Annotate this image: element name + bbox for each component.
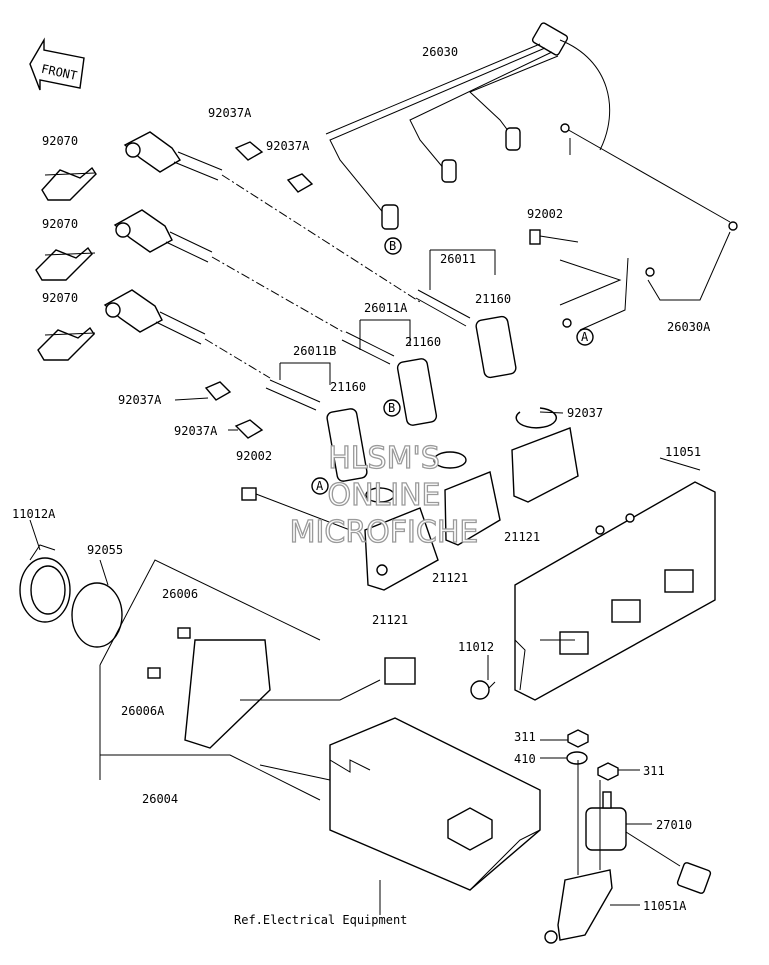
reference-text: Ref.Electrical Equipment	[234, 913, 407, 927]
label-26011B: 26011B	[293, 344, 336, 358]
svg-text:A: A	[581, 330, 589, 344]
suppressor-cap-21160-1	[415, 289, 517, 379]
label-92002: 92002	[236, 449, 272, 463]
label-21121: 21121	[504, 530, 540, 544]
label-11051A: 11051A	[643, 899, 687, 913]
label-21121: 21121	[372, 613, 408, 627]
label-92070: 92070	[42, 291, 78, 305]
fuse-icon-2	[147, 667, 161, 679]
spark-plug-cable-harness	[325, 22, 738, 331]
label-92037A: 92037A	[208, 106, 252, 120]
starter-relay-27010	[585, 791, 712, 894]
watermark-line-3: MICROFICHE	[290, 515, 479, 550]
label-27010: 27010	[656, 818, 692, 832]
spark-plug-3	[37, 326, 95, 361]
nut-icon-2	[597, 762, 619, 781]
leader-lines	[29, 172, 701, 915]
label-92037A: 92037A	[174, 424, 218, 438]
washer-icon	[433, 451, 467, 469]
callout-b-mid: B	[383, 399, 401, 417]
nut-icon	[567, 729, 589, 748]
electrical-cover	[329, 717, 541, 891]
cable-route-3	[204, 338, 271, 379]
plug-cap-2	[113, 209, 213, 263]
label-11012A: 11012A	[12, 507, 56, 521]
label-92037: 92037	[567, 406, 603, 420]
housing-11012A	[19, 544, 71, 623]
label-11012: 11012	[458, 640, 494, 654]
callout-a-right: A	[576, 328, 594, 346]
suppressor-cap-21160-2	[341, 331, 438, 426]
label-26011: 26011	[440, 252, 476, 266]
label-92070: 92070	[42, 217, 78, 231]
svg-text:B: B	[388, 401, 395, 415]
label-92002: 92002	[527, 207, 563, 221]
cable-route-2	[211, 256, 346, 334]
label-21160: 21160	[475, 292, 511, 306]
ignition-coil-2	[444, 471, 501, 546]
label-11051: 11051	[665, 445, 701, 459]
label-26006: 26006	[162, 587, 198, 601]
spark-plug-2	[35, 246, 93, 281]
suppressor-cap-21160-3	[265, 379, 368, 482]
snap-ring-icon	[515, 407, 557, 429]
bolt-icon	[241, 229, 579, 531]
label-21160: 21160	[405, 335, 441, 349]
electric-box-26004	[99, 559, 416, 801]
callout-b-top: B	[384, 237, 402, 255]
label-92070: 92070	[42, 134, 78, 148]
watermark: HLSM'S ONLINE MICROFICHE	[289, 440, 479, 550]
label-21121: 21121	[432, 571, 468, 585]
plug-cap-3	[103, 289, 206, 345]
clamp-icon	[204, 141, 314, 439]
part-labels: 26030 92037A 92037A 92070 92070 92070 92…	[12, 45, 711, 927]
watermark-line-1: HLSM'S	[328, 441, 440, 476]
front-arrow-icon: FRONT	[29, 37, 85, 91]
ignition-coil-1	[364, 507, 439, 591]
fuse-icon	[177, 627, 191, 639]
label-311: 311	[643, 764, 665, 778]
label-410: 410	[514, 752, 536, 766]
cable-route-1	[221, 174, 421, 303]
label-92055: 92055	[87, 543, 123, 557]
label-92037A: 92037A	[266, 139, 310, 153]
label-26004: 26004	[142, 792, 178, 806]
plug-cap-1	[123, 131, 223, 181]
label-26030A: 26030A	[667, 320, 711, 334]
o-ring-92055	[71, 582, 123, 648]
ignition-coil-3	[511, 427, 579, 503]
svg-text:A: A	[316, 479, 324, 493]
label-311: 311	[514, 730, 536, 744]
relay-bracket-11051A	[544, 869, 613, 944]
label-26011A: 26011A	[364, 301, 408, 315]
coil-bracket-11051	[514, 481, 716, 701]
svg-text:B: B	[389, 239, 396, 253]
label-26006A: 26006A	[121, 704, 165, 718]
watermark-line-2: ONLINE	[327, 478, 440, 513]
relay-11012	[470, 680, 496, 700]
spark-plug-1	[41, 166, 97, 201]
label-21160: 21160	[330, 380, 366, 394]
callout-a-mid: A	[311, 477, 329, 495]
washer-410-icon	[566, 751, 588, 765]
washer-icon-2	[365, 487, 395, 503]
label-26030: 26030	[422, 45, 458, 59]
label-92037A: 92037A	[118, 393, 162, 407]
